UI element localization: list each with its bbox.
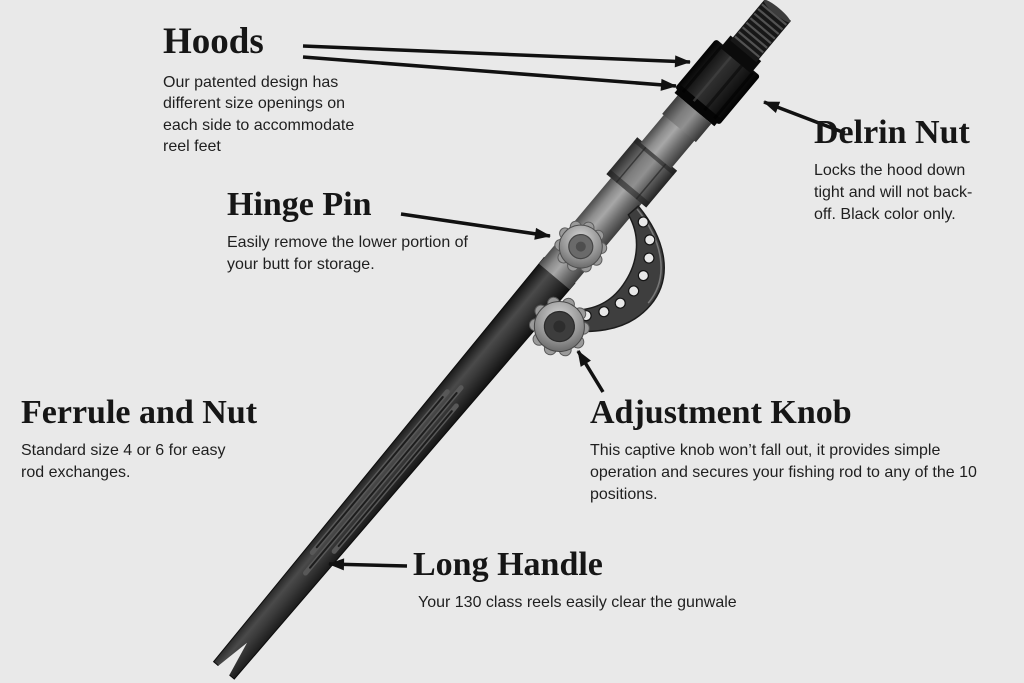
adjustment-bracket: [545, 204, 665, 333]
long-handle-title: Long Handle: [413, 546, 603, 583]
adjustment-knob-description: This captive knob won’t fall out, it pro…: [590, 442, 977, 503]
delrin-nut-title: Delrin Nut: [814, 114, 970, 151]
hinge-pin-title: Hinge Pin: [227, 186, 372, 223]
long-handle-description: Your 130 class reels easily clear the gu…: [418, 594, 737, 612]
delrin-nut-arrow: [763, 100, 846, 135]
fork-tip: [215, 642, 248, 679]
annotation-hoods: Hoods Our patented design has different …: [163, 21, 368, 158]
annotation-hinge-pin: Hinge Pin Easily remove the lower portio…: [227, 186, 475, 276]
adjustment-knob-arrow: [576, 350, 605, 393]
hoods-arrow-upper: [302, 44, 691, 68]
hinge-pin-knob: [554, 220, 608, 273]
delrin-nut-description: Locks the hood down tight and will not b…: [814, 162, 973, 223]
hoods-title: Hoods: [163, 21, 264, 62]
hoods-arrow-lower: [302, 55, 677, 91]
long-handle-part: [212, 256, 576, 680]
long-handle-arrow: [328, 558, 408, 571]
hinge-pin-description: Easily remove the lower portion of your …: [227, 234, 468, 273]
hoods-description: Our patented design has different size o…: [163, 73, 355, 156]
adjustment-knob-part: [528, 296, 590, 357]
threaded-tip: [720, 0, 792, 74]
annotation-long-handle: Long Handle Your 130 class reels easily …: [413, 546, 788, 614]
annotation-delrin-nut: Delrin Nut Locks the hood down tight and…: [814, 114, 984, 225]
ferrule-and-nut-description: Standard size 4 or 6 for easy rod exchan…: [21, 442, 226, 481]
hex-joint: [606, 137, 678, 208]
hood-collar: [662, 95, 712, 143]
ferrule-and-nut-title: Ferrule and Nut: [21, 394, 258, 431]
hinge-pin-arrow: [400, 212, 551, 240]
handle-flutes: [303, 385, 464, 576]
annotation-adjustment-knob: Adjustment Knob This captive knob won’t …: [590, 394, 1000, 505]
annotation-ferrule-and-nut: Ferrule and Nut Standard size 4 or 6 for…: [21, 394, 257, 484]
adjustment-knob-title: Adjustment Knob: [590, 394, 852, 431]
